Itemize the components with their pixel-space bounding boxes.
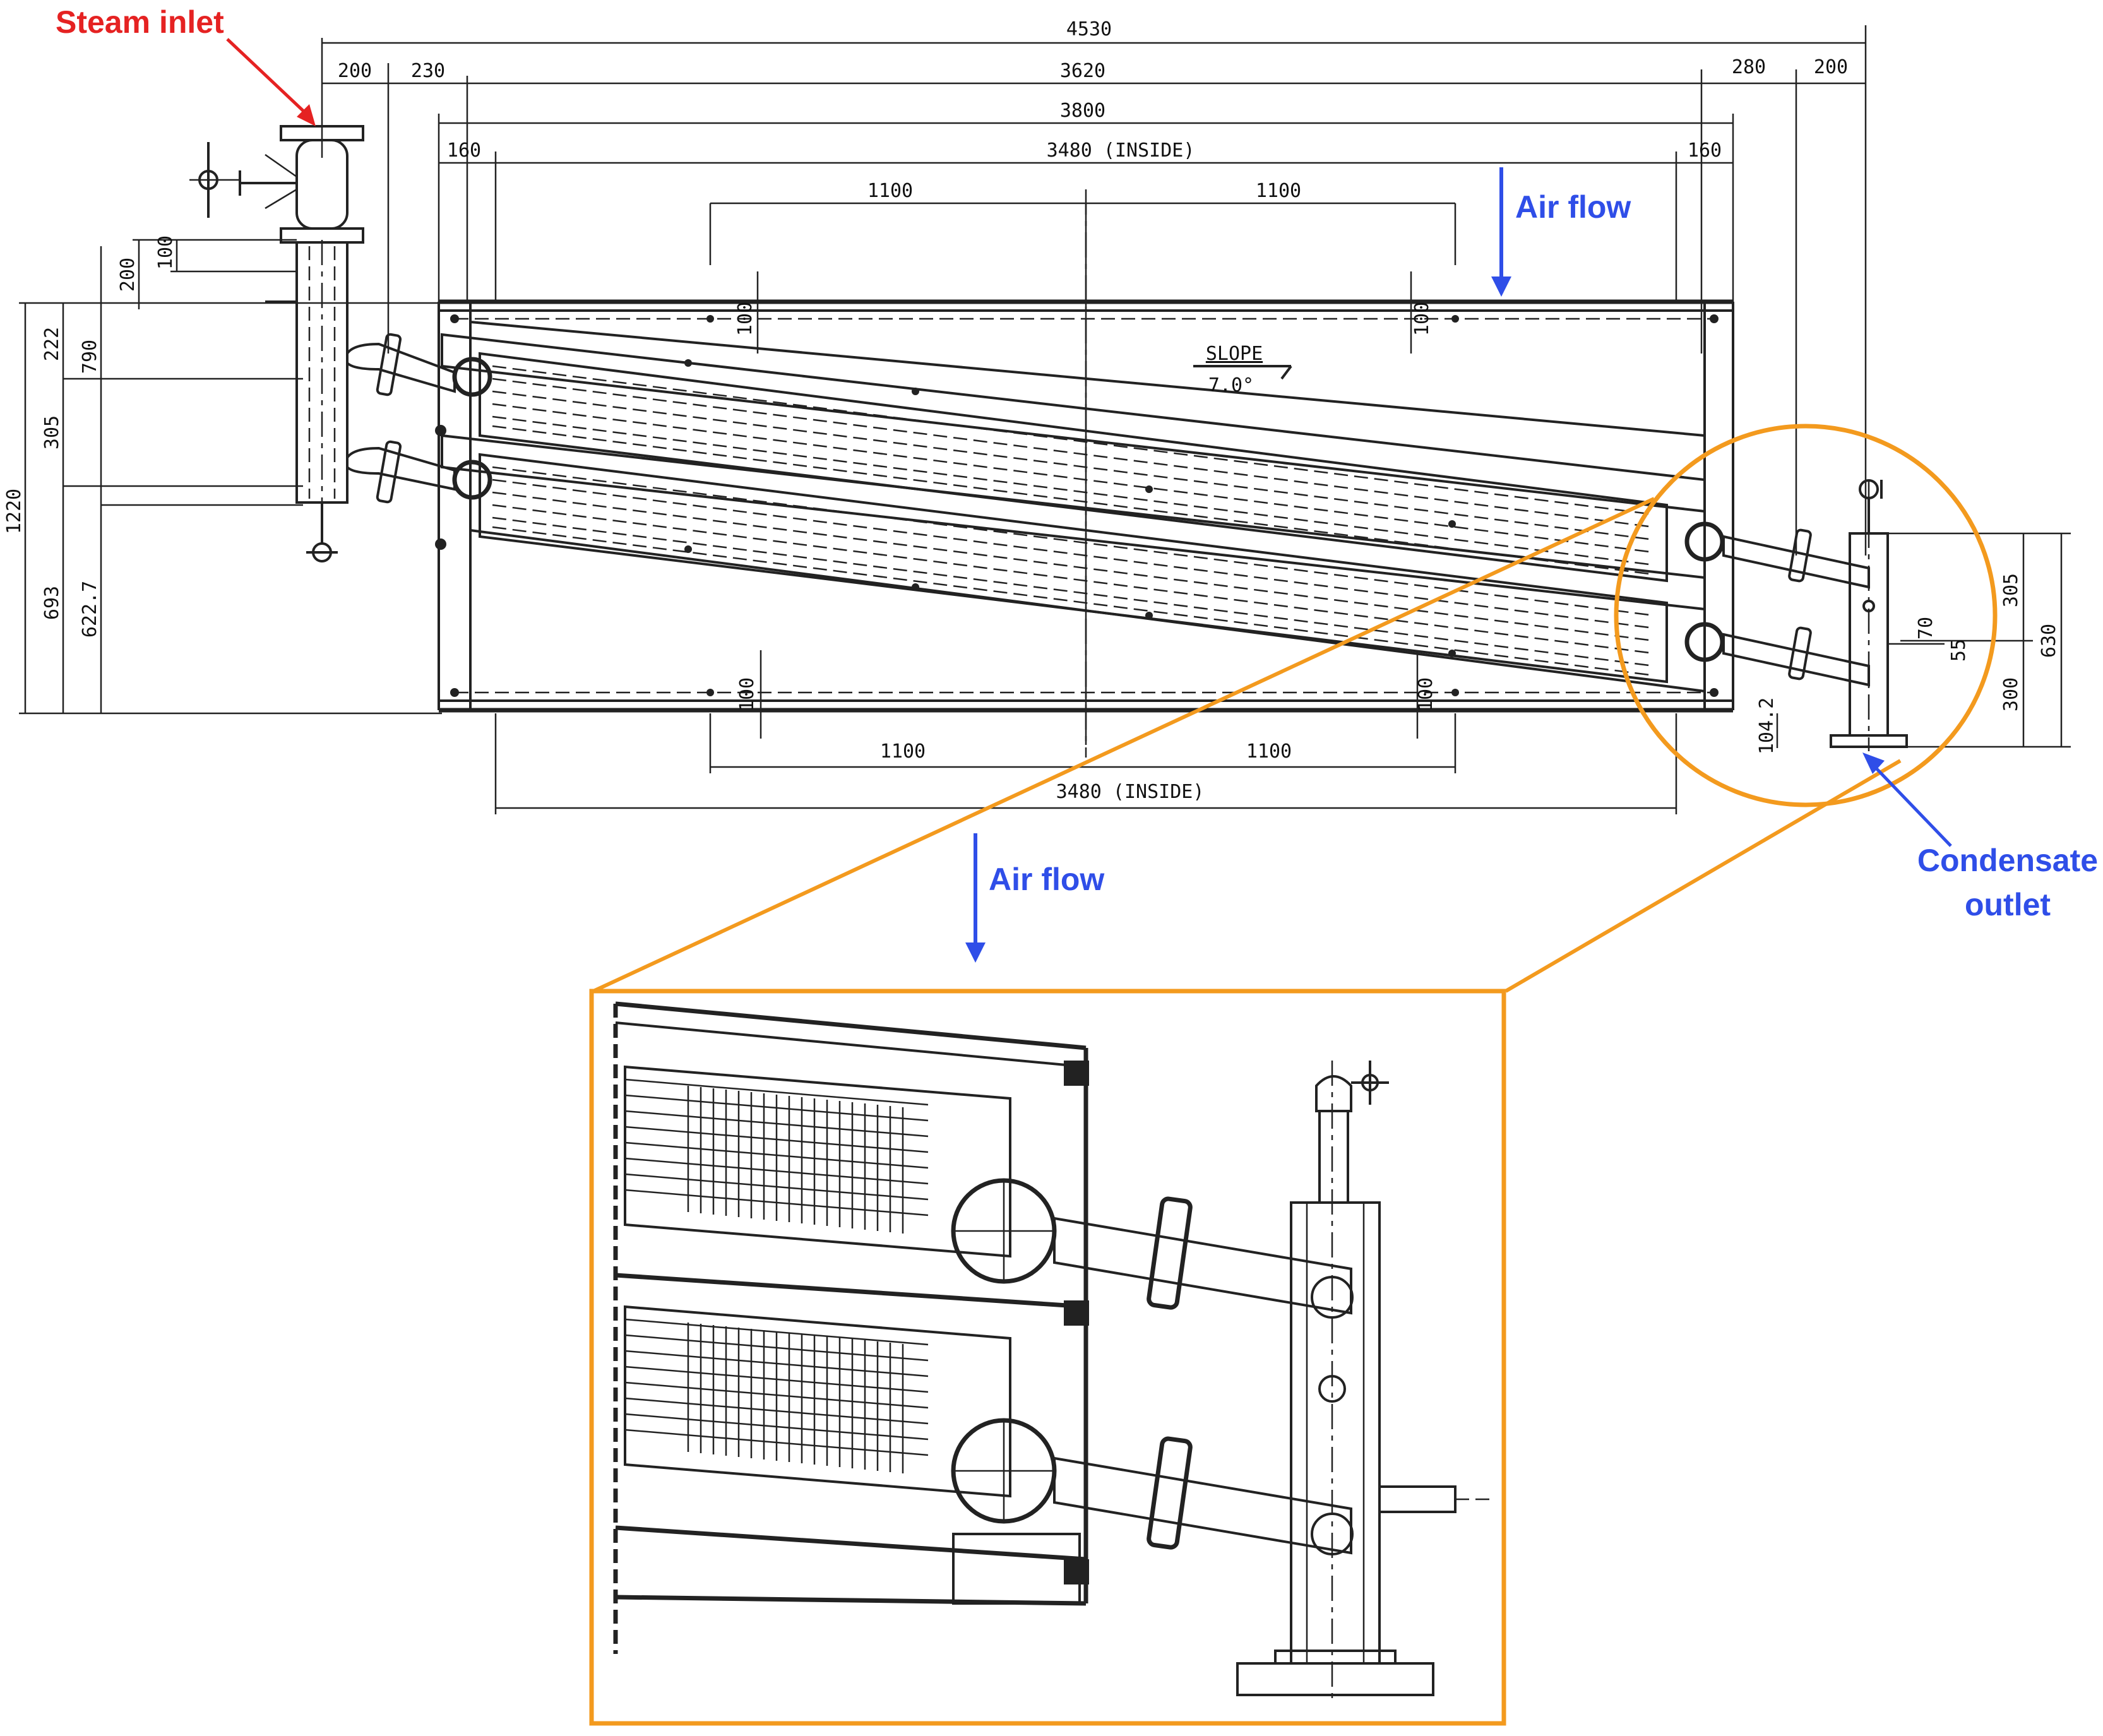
dim-622-7: 622.7 <box>79 581 101 638</box>
slope-label: SLOPE <box>1206 343 1263 365</box>
dim-630: 630 <box>2038 624 2060 658</box>
dim-1100-top-b: 1100 <box>1256 180 1301 202</box>
dim-200-right: 200 <box>1814 56 1848 78</box>
dim-100-tl: 100 <box>734 302 756 336</box>
dim-160-left: 160 <box>447 140 481 162</box>
dim-693: 693 <box>41 586 63 620</box>
steam-header <box>265 240 456 562</box>
zoom-circle <box>1614 424 1998 807</box>
coil-bundle-lower <box>441 434 1725 684</box>
air-flow-inset-label: Air flow <box>989 862 1104 897</box>
dim-300: 300 <box>2000 677 2022 711</box>
bottom-dimensions: 1100 1100 3480 (INSIDE) <box>494 713 1677 814</box>
dim-55: 55 <box>1948 639 1970 662</box>
zoom-highlight <box>589 424 1998 1726</box>
callout-condensate-outlet: Condensate outlet <box>1862 752 2098 922</box>
dim-100-br: 100 <box>1415 677 1437 711</box>
dim-222: 222 <box>41 327 63 361</box>
dim-305-right: 305 <box>2000 573 2022 607</box>
condensate-label-line2: outlet <box>1965 887 2051 922</box>
coil-bundle-upper <box>441 333 1725 583</box>
dim-3480-inside-top: 3480 (INSIDE) <box>1047 140 1195 162</box>
dim-230: 230 <box>411 60 445 82</box>
dim-3620: 3620 <box>1060 60 1105 82</box>
dim-1100-bottom-b: 1100 <box>1246 740 1292 763</box>
slope-angle: 7.0° <box>1208 374 1254 396</box>
dim-305-left: 305 <box>41 415 63 449</box>
callout-steam-inlet: Steam inlet <box>56 4 316 126</box>
frame-small-dims: 100 100 100 100 <box>734 271 1437 739</box>
air-flow-top-label: Air flow <box>1515 189 1631 225</box>
bolts <box>435 314 1719 697</box>
dim-100-vert: 100 <box>155 235 177 270</box>
condensate-label-line1: Condensate <box>1917 843 2098 878</box>
dim-3800: 3800 <box>1060 100 1105 122</box>
dim-100-tr: 100 <box>1411 302 1433 336</box>
zoom-connector-left <box>592 497 1655 993</box>
dim-790: 790 <box>79 340 101 374</box>
inset-detail <box>613 1001 1490 1704</box>
zoom-connector-right <box>1504 759 1902 993</box>
dim-200-vert: 200 <box>117 258 139 292</box>
dim-4530: 4530 <box>1066 18 1112 40</box>
dim-1100-top-a: 1100 <box>867 180 913 202</box>
dim-3480-inside-bottom: 3480 (INSIDE) <box>1056 781 1205 803</box>
steam-inlet-label: Steam inlet <box>56 4 224 40</box>
callout-air-flow-inset: Air flow <box>965 833 1104 963</box>
dim-104-2: 104.2 <box>1756 698 1778 754</box>
dim-70: 70 <box>1915 617 1937 639</box>
dim-1220: 1220 <box>3 489 25 534</box>
dim-1100-bottom-a: 1100 <box>880 740 926 763</box>
dim-100-bl: 100 <box>736 677 758 711</box>
dim-280: 280 <box>1732 56 1766 78</box>
zoom-inset-frame <box>589 989 1506 1726</box>
steam-inlet-valve <box>189 125 364 244</box>
dim-200-left: 200 <box>338 60 372 82</box>
slope-indicator: SLOPE 7.0° <box>1193 343 1292 396</box>
dim-160-right: 160 <box>1688 140 1722 162</box>
callout-air-flow-top: Air flow <box>1491 167 1631 297</box>
left-dimensions: 1220 222 305 693 790 622.7 200 100 <box>3 235 442 715</box>
condensate-outlet-assembly: 305 630 300 70 55 104.2 <box>1722 479 2071 754</box>
top-dimensions: 4530 200 230 3620 280 200 3800 160 3480 … <box>321 18 1867 745</box>
